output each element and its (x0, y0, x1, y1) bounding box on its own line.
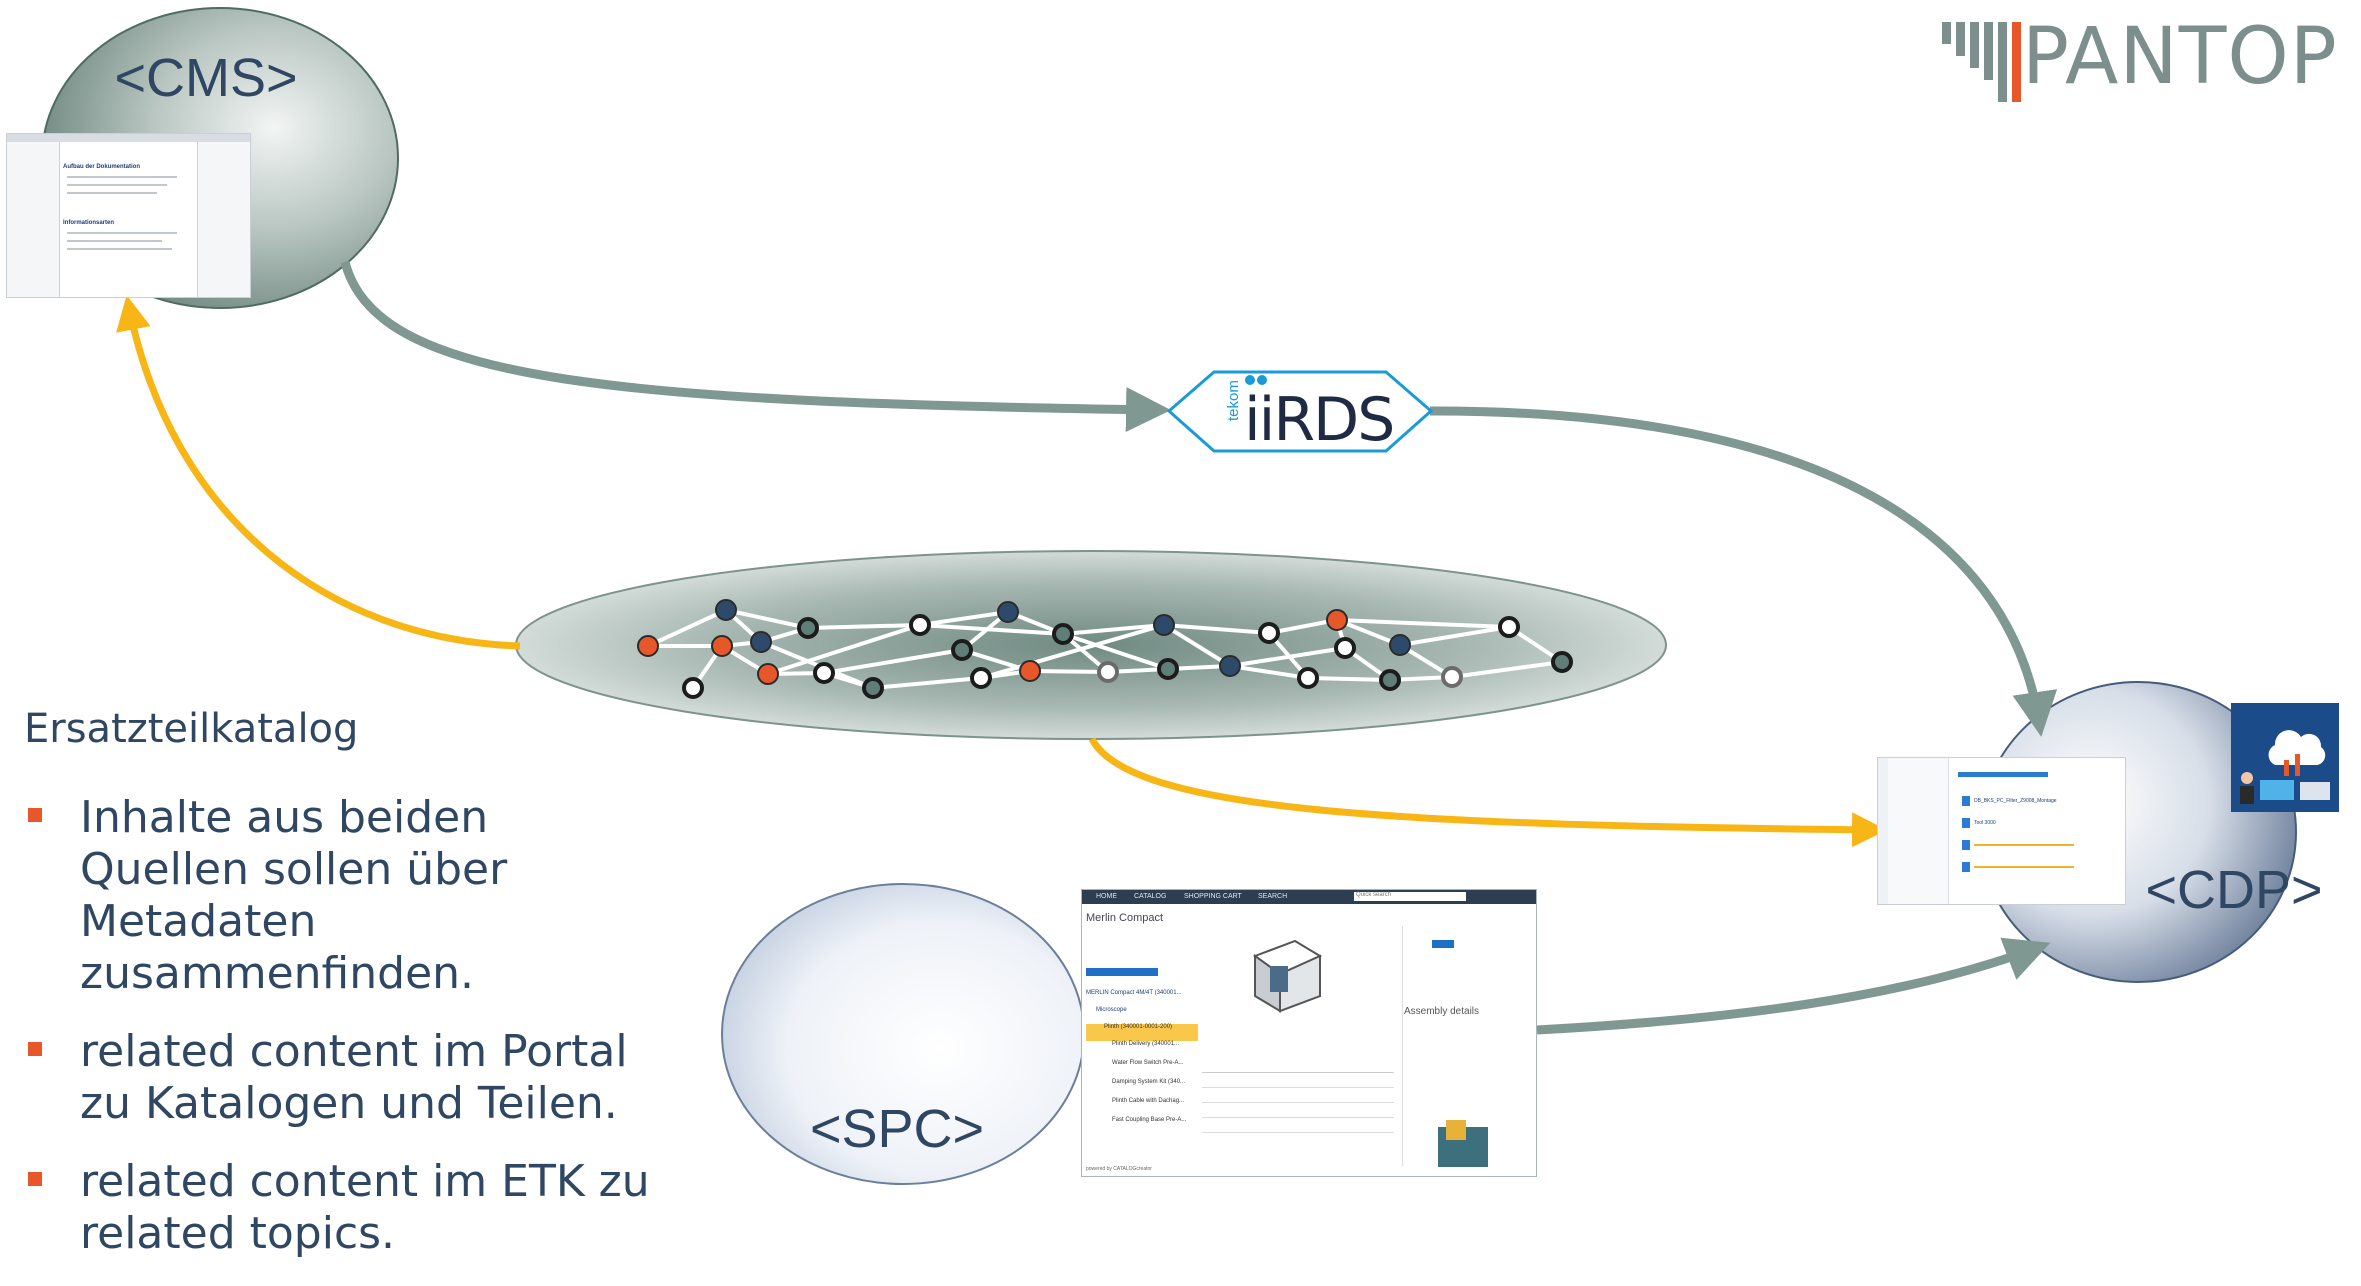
spc-tree-item: Plinth Cable with Dachag... (1112, 1098, 1185, 1104)
cms-label: <CMS> (114, 48, 297, 108)
bullet-text: related content im ETK zu related topics… (80, 1156, 650, 1259)
bullet-square-icon (28, 808, 42, 822)
graph-node (637, 635, 659, 657)
architecture-diagram: <CMS> <CDP> <SPC> tekom iiRDS (41, 7, 2339, 1185)
iirds-to-cdp-arrow (1429, 406, 2058, 737)
spc-to-cdp-arrow (1536, 937, 2051, 1035)
bullet-text: Inhalte aus beiden Quellen sollen über M… (80, 792, 508, 999)
spc-nav-home: HOME (1096, 893, 1117, 900)
cms-to-iirds-arrow (340, 260, 1171, 432)
spc-label: <SPC> (810, 1099, 984, 1159)
spc-tree-item: Water Flow Switch Pre-A... (1112, 1060, 1184, 1066)
graph-node (970, 667, 992, 689)
pantop-logo (1942, 14, 2360, 104)
graph-node (813, 662, 835, 684)
graph-node (1157, 658, 1179, 680)
cloud-service-icon (2231, 703, 2339, 812)
bullet-item: Inhalte aus beiden Quellen sollen über M… (24, 792, 664, 1000)
graph-node (682, 677, 704, 699)
metadata-to-cms-arrow (116, 295, 521, 650)
metadata-to-cdp-arrow (1088, 737, 1887, 848)
cms-doc-title-1: Aufbau der Dokumentation (63, 164, 141, 170)
bullet-text: related content im Portal zu Katalogen u… (80, 1026, 628, 1129)
graph-node (715, 599, 737, 621)
cdp-item-1: DB_BKS_PC_Filter_Z9008_Montage (1974, 798, 2057, 804)
tekom-text: tekom (1225, 380, 1242, 421)
iirds-connector: tekom iiRDS (1166, 370, 1434, 455)
graph-node (757, 663, 779, 685)
graph-node (862, 677, 884, 699)
graph-edge (647, 607, 1564, 664)
spc-tree-item: MERLIN Compact 4M/4T (340001... (1086, 990, 1182, 996)
graph-node (1441, 666, 1463, 688)
pantop-logo-text: PANTOP (2022, 12, 2338, 102)
spc-nav-search: SEARCH (1258, 893, 1288, 900)
bullet-item: related content im ETK zu related topics… (24, 1156, 664, 1260)
iirds-logo-text: iiRDS (1244, 385, 1393, 455)
graph-node (1551, 651, 1573, 673)
iirds-dot-1 (1245, 375, 1255, 385)
spc-nav-catalog: CATALOG (1134, 893, 1167, 900)
spc-panel-title: Assembly details (1404, 1006, 1480, 1017)
graph-node (1258, 622, 1280, 644)
spc-tree-item: Plinth (340001-0001-200) (1086, 1024, 1198, 1041)
spc-title: Merlin Compact (1086, 912, 1164, 924)
cms-screenshot: Aufbau der Dokumentation Informationsart… (6, 133, 251, 298)
graph-node (1498, 616, 1520, 638)
graph-node (797, 617, 819, 639)
spc-assembly-thumbnail (1438, 1120, 1488, 1167)
graph-node (1097, 661, 1119, 683)
spc-tree-item: Plinth Delivery (340001... (1112, 1041, 1180, 1047)
graph-node (997, 601, 1019, 623)
graph-node (1052, 623, 1074, 645)
graph-node (951, 639, 973, 661)
cdp-label: <CDP> (2145, 860, 2322, 920)
graph-node (1219, 655, 1241, 677)
bullet-list: Inhalte aus beiden Quellen sollen über M… (24, 792, 664, 1260)
graph-node (909, 614, 931, 636)
bullet-item: related content im Portal zu Katalogen u… (24, 1026, 664, 1130)
graph-node (711, 635, 733, 657)
graph-nodes (637, 599, 1573, 699)
cdp-screenshot: DB_BKS_PC_Filter_Z9008_Montage Tool 3000 (1877, 757, 2126, 905)
bullet-square-icon (28, 1172, 42, 1186)
iirds-dot-2 (1257, 375, 1267, 385)
spc-tree-item: Damping System Kit (340... (1112, 1079, 1186, 1085)
spc-tree-item: Fast Coupling Base Pre-A... (1112, 1117, 1187, 1123)
graph-node (1379, 669, 1401, 691)
graph-node (1019, 660, 1041, 682)
spc-screenshot: HOME CATALOG SHOPPING CART SEARCH Quick … (1081, 889, 1537, 1177)
graph-node (1334, 637, 1356, 659)
ersatzteilkatalog-section: Ersatzteilkatalog Inhalte aus beiden Que… (24, 706, 664, 1286)
graph-node (1153, 614, 1175, 636)
graph-node (1389, 634, 1411, 656)
spc-tree-item: Microscope (1096, 1007, 1127, 1013)
section-heading: Ersatzteilkatalog (24, 706, 359, 752)
bullet-square-icon (28, 1042, 42, 1056)
graph-node (750, 631, 772, 653)
cdp-item-2: Tool 3000 (1974, 820, 1996, 826)
cms-doc-title-2: Informationsarten (63, 220, 115, 226)
spc-quick-search: Quick search (1354, 892, 1466, 901)
graph-node (1326, 609, 1348, 631)
spc-tree: MERLIN Compact 4M/4T (340001... Microsco… (1086, 990, 1198, 1136)
spc-navbar: HOME CATALOG SHOPPING CART SEARCH Quick … (1082, 890, 1536, 904)
metadata-graph (637, 599, 1573, 699)
spc-plinth-drawing (1252, 939, 1323, 1013)
spc-nav-cart: SHOPPING CART (1184, 893, 1242, 900)
graph-node (1297, 667, 1319, 689)
pantop-logo-bars-icon (1942, 22, 2021, 102)
spc-footer: powered by CATALOGcreator (1086, 1166, 1152, 1172)
